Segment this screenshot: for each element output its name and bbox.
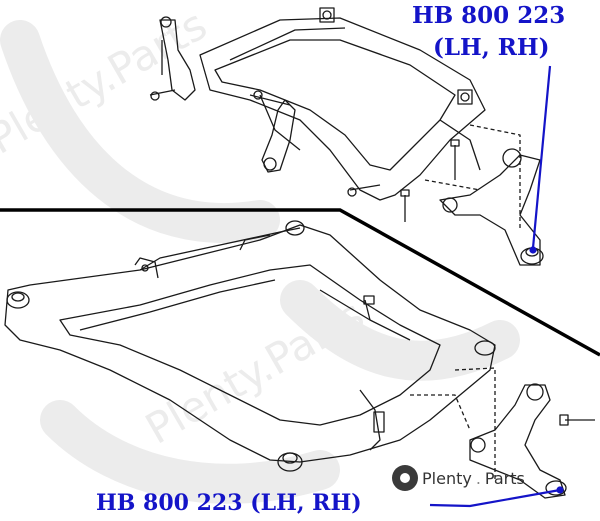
upper-subframe-drawing xyxy=(149,7,544,266)
leader-lines xyxy=(429,65,564,508)
brand-separator: . xyxy=(475,468,481,488)
part-number-label-bottom: HB 800 223 (LH, RH) xyxy=(96,490,362,516)
plenty-parts-logo-icon xyxy=(392,465,418,491)
separator-line xyxy=(0,208,600,357)
part-number-label-top: HB 800 223 xyxy=(412,2,566,29)
leader-line-top xyxy=(531,65,552,249)
leader-line-bottom xyxy=(429,488,561,508)
watermark-swooshes xyxy=(0,20,520,504)
side-label-top: (LH, RH) xyxy=(433,34,550,61)
brand-watermark: Plenty.Parts xyxy=(392,465,525,491)
lower-subframe-drawing xyxy=(4,220,595,499)
brand-name: Plenty xyxy=(422,468,472,488)
watermark-text-2: Plenty.Parts xyxy=(137,290,372,454)
brand-suffix: Parts xyxy=(484,468,525,488)
